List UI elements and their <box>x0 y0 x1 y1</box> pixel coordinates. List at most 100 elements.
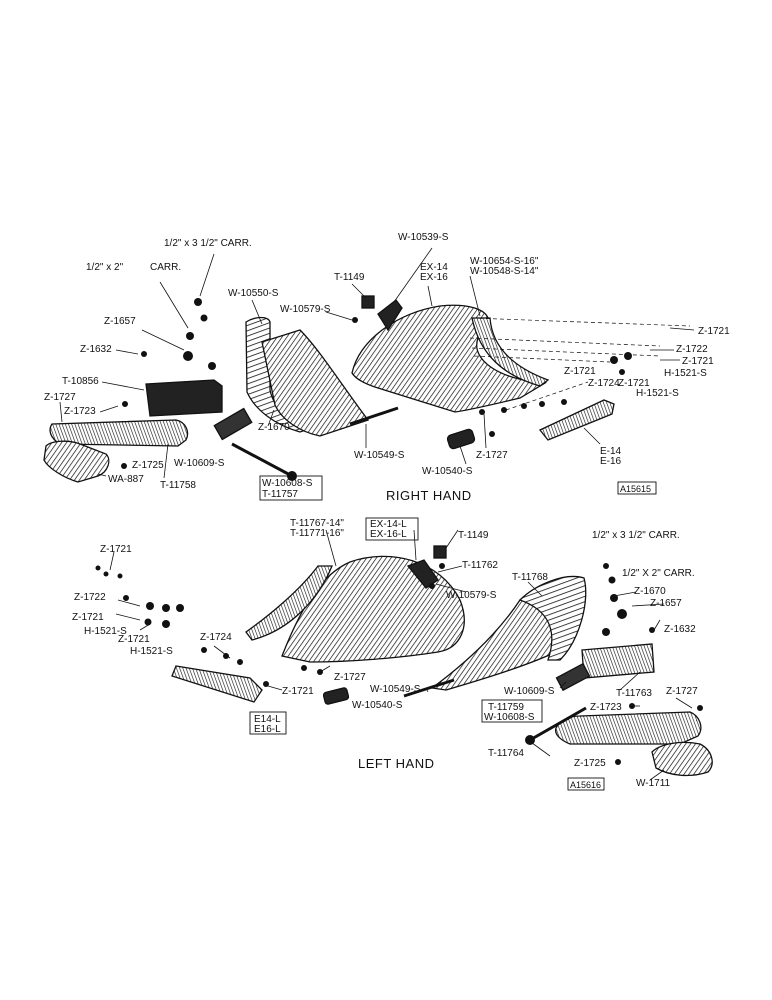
lh-brace-t11764 <box>554 711 702 745</box>
lh-boxes-t11759 <box>481 699 543 723</box>
lh-label-z1722: Z-1722 <box>74 592 106 603</box>
rh-wa887 <box>43 440 110 483</box>
rh-label-ex16: EX-16 <box>420 272 448 283</box>
rh-w10608-box <box>259 475 323 501</box>
rh-label-z1723: Z-1723 <box>64 406 96 417</box>
lh-label-w10540: W-10540-S <box>352 700 403 711</box>
rh-label-w10550: W-10550-S <box>228 288 279 299</box>
rh-bracket-w10539 <box>377 299 403 332</box>
lh-t1149 <box>433 545 447 559</box>
lh-label-e14l: E14-L <box>254 714 281 725</box>
lh-label-ex16l: EX-16-L <box>370 529 407 540</box>
lh-label-t11767: T-11767-14" <box>290 518 344 529</box>
lh-label-w10549: W-10549-S <box>370 684 421 695</box>
lh-label-t11759: T-11759 <box>488 702 524 713</box>
lh-label-carr-2: 1/2" X 2" CARR. <box>622 568 695 579</box>
rh-leaders <box>59 247 695 479</box>
lh-label-t11768: T-11768 <box>512 572 548 583</box>
rh-fasteners <box>121 298 632 469</box>
rh-label-w10579: W-10579-S <box>280 304 331 315</box>
rh-block-t10856 <box>145 379 223 417</box>
rh-label-w10540: W-10540-S <box>422 466 473 477</box>
rh-label-carr-2: 1/2" x 2" <box>86 262 124 273</box>
rh-label-z1632: Z-1632 <box>80 344 112 355</box>
lh-label-t11771: T-11771-16" <box>290 528 344 539</box>
lh-leaders <box>109 529 693 781</box>
rh-figure-code: A15615 <box>620 484 651 494</box>
lh-label-z1632: Z-1632 <box>664 624 696 635</box>
rh-strip-w10549 <box>349 406 399 426</box>
lh-moldboard <box>281 555 465 663</box>
rh-bolt-w10608 <box>231 442 293 478</box>
lh-label-z1721c: Z-1721 <box>118 634 150 645</box>
lh-label-z1725: Z-1725 <box>574 758 606 769</box>
rh-sleeve-w10609 <box>213 407 253 441</box>
rh-label-ex14: EX-14 <box>420 262 448 273</box>
rh-label-t11758: T-11758 <box>160 480 196 491</box>
rh-label-e14: E-14 <box>600 446 622 457</box>
rh-label-z1724: Z-1724 <box>588 378 620 389</box>
rh-label-z1670: Z-1670 <box>258 422 290 433</box>
rh-label-z1725: Z-1725 <box>132 460 164 471</box>
rh-moldboard <box>351 304 548 413</box>
rh-label-z1722: Z-1722 <box>676 344 708 355</box>
rh-brace-t11758 <box>49 419 189 447</box>
rh-label-w10539: W-10539-S <box>398 232 449 243</box>
rh-label-carr-3-1-2: 1/2" x 3 1/2" CARR. <box>164 238 252 249</box>
rh-label-wa887: WA-887 <box>108 474 144 485</box>
rh-label-w10654: W-10654-S-16" <box>470 256 539 267</box>
rh-label-w10548: W-10548-S-14" <box>470 266 539 277</box>
lh-label-z1727a: Z-1727 <box>334 672 366 683</box>
lh-label-z1724: Z-1724 <box>200 632 232 643</box>
rh-frog <box>261 329 370 437</box>
rh-label-t11757: T-11757 <box>262 489 298 500</box>
rh-label-carr-word: CARR. <box>150 262 181 273</box>
rh-label-t1149: T-1149 <box>334 272 365 283</box>
lh-w1711 <box>651 741 713 777</box>
lh-label-z1721d: Z-1721 <box>282 686 314 697</box>
rh-label-z1721d: Z-1721 <box>618 378 650 389</box>
lh-boxes-e <box>249 711 287 735</box>
lh-figure-code: A15616 <box>570 780 601 790</box>
rh-label-w10549: W-10549-S <box>354 450 405 461</box>
lh-shin <box>245 565 333 641</box>
lh-strip-w10549 <box>403 678 455 698</box>
lh-label-h1521a: H-1521-S <box>84 626 127 637</box>
rh-label-z1721a: Z-1721 <box>564 366 596 377</box>
lh-label-z1657: Z-1657 <box>650 598 682 609</box>
lh-heading: LEFT HAND <box>358 756 435 771</box>
lh-boxes-ex <box>365 517 419 541</box>
rh-label-z1721b: Z-1721 <box>698 326 730 337</box>
lh-label-t11763: T-11763 <box>616 688 652 699</box>
rh-share <box>538 399 615 441</box>
rh-label-z1727: Z-1727 <box>44 392 76 403</box>
rh-w10540 <box>446 428 476 450</box>
lh-figure-code-box <box>567 777 605 791</box>
lh-label-t11764: T-11764 <box>488 748 524 759</box>
rh-label-t10856: T-10856 <box>62 376 99 387</box>
rh-label-z1727b: Z-1727 <box>476 450 508 461</box>
rh-dashed-guides <box>469 317 691 411</box>
lh-label-z1721b: Z-1721 <box>72 612 104 623</box>
lh-label-ex14l: EX-14-L <box>370 519 407 530</box>
right-hand-assembly: 1/2" x 3 1/2" CARR. 1/2" x 2" CARR. W-10… <box>43 232 730 503</box>
rh-label-w10609: W-10609-S <box>174 458 225 469</box>
lh-landside-blade <box>518 575 587 661</box>
lh-block-t11763 <box>581 643 655 679</box>
lh-w10540 <box>322 687 350 705</box>
lh-label-w1711: W-1711 <box>636 778 671 789</box>
rh-figure-code-box <box>617 481 657 495</box>
left-hand-assembly: T-11767-14" T-11771-16" EX-14-L EX-16-L … <box>72 517 713 791</box>
lh-label-z1723: Z-1723 <box>590 702 622 713</box>
lh-share <box>171 665 263 703</box>
rh-label-h1521a: H-1521-S <box>664 368 707 379</box>
rh-label-z1657: Z-1657 <box>104 316 136 327</box>
lh-bracket-t11762 <box>406 559 439 589</box>
lh-label-z1721a: Z-1721 <box>100 544 132 555</box>
lh-label-e16l: E16-L <box>254 724 281 735</box>
lh-fasteners <box>95 563 703 765</box>
lh-label-t11762: T-11762 <box>462 560 498 571</box>
rh-label-e16: E-16 <box>600 456 622 467</box>
lh-label-w10609: W-10609-S <box>504 686 555 697</box>
lh-label-t1149: T-1149 <box>458 530 489 541</box>
